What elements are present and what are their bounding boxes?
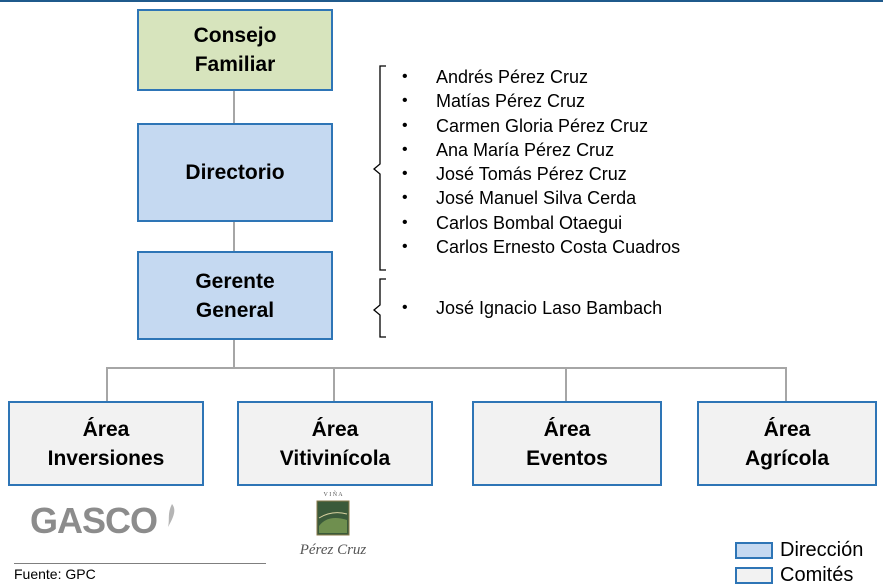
directorio-box: Directorio — [137, 123, 333, 222]
list-item: Carmen Gloria Pérez Cruz — [400, 114, 680, 139]
legend-swatch-direccion — [735, 541, 773, 559]
legend-item-comites: Comités — [735, 564, 853, 586]
connector-areas-horizontal — [106, 367, 786, 369]
connector-gerente-areas — [233, 340, 235, 369]
connector-area-2 — [333, 367, 335, 401]
legend-label: Dirección — [780, 539, 864, 561]
list-item: José Ignacio Laso Bambach — [400, 296, 662, 321]
top-rule — [0, 0, 883, 2]
list-item: José Tomás Pérez Cruz — [400, 162, 680, 187]
list-item: José Manuel Silva Cerda — [400, 186, 680, 211]
vina-label: V I Ñ A — [323, 490, 343, 498]
connector-consejo-directorio — [233, 91, 235, 123]
legend-swatch-comites — [735, 566, 773, 584]
area-inversiones-box: Área Inversiones — [8, 401, 204, 486]
gerente-brace — [372, 278, 386, 338]
area-eventos-box: Área Eventos — [472, 401, 662, 486]
gasco-flame-icon — [168, 504, 175, 527]
vina-script-label: Pérez Cruz — [299, 542, 367, 558]
legend-label: Comités — [780, 564, 854, 586]
legend-item-direccion: Dirección — [735, 539, 863, 561]
connector-directorio-gerente — [233, 222, 235, 251]
list-item: Carlos Ernesto Costa Cuadros — [400, 235, 680, 260]
source-note: Fuente: GPC — [14, 566, 96, 582]
connector-area-3 — [565, 367, 567, 401]
consejo-familiar-box: Consejo Familiar — [137, 9, 333, 91]
list-item: Andrés Pérez Cruz — [400, 65, 680, 90]
area-vitivinicola-box: Área Vitivinícola — [237, 401, 433, 486]
list-item: Carlos Bombal Otaegui — [400, 211, 680, 236]
directorio-brace — [372, 65, 386, 271]
vina-perez-cruz-logo: V I Ñ A Pérez Cruz — [299, 490, 367, 558]
gerente-general-box: Gerente General — [137, 251, 333, 340]
gasco-logo: GASCO — [30, 500, 158, 541]
list-item: Ana María Pérez Cruz — [400, 138, 680, 163]
area-agricola-box: Área Agrícola — [697, 401, 877, 486]
gerente-members-list: José Ignacio Laso Bambach — [400, 296, 662, 321]
directorio-members-list: Andrés Pérez Cruz Matías Pérez Cruz Carm… — [400, 65, 680, 260]
connector-area-1 — [106, 367, 108, 401]
connector-area-4 — [785, 367, 787, 401]
source-rule — [14, 563, 266, 564]
list-item: Matías Pérez Cruz — [400, 89, 680, 114]
